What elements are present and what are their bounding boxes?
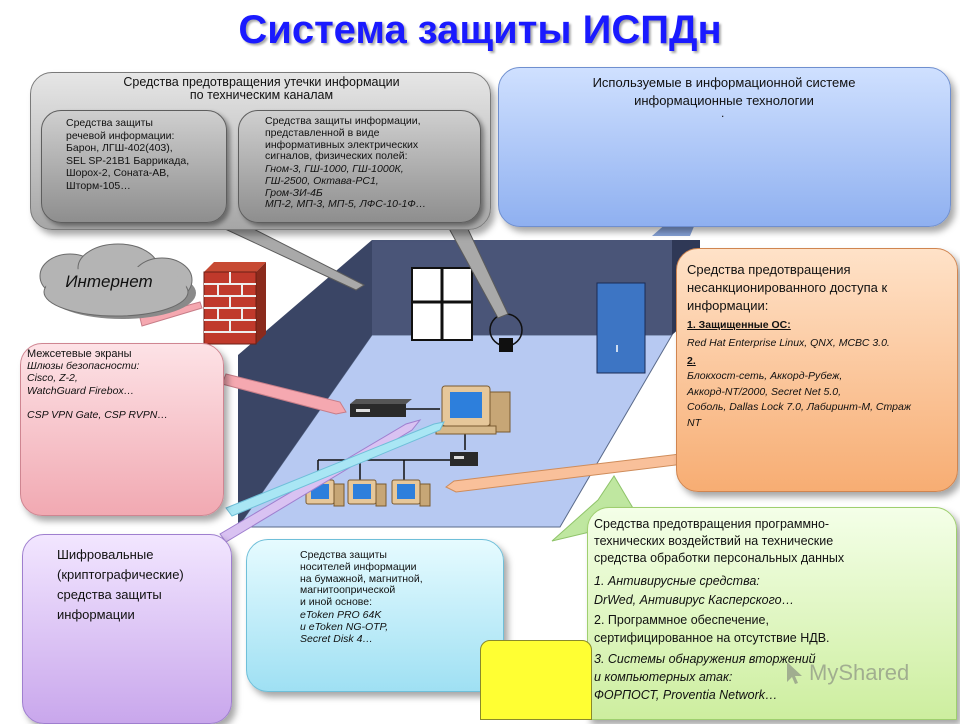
crypto-box: Шифровальные (криптографические) средств… bbox=[22, 534, 232, 724]
router-icon bbox=[350, 399, 412, 417]
signal-protection-box: Средства защиты информации, представленн… bbox=[238, 110, 481, 223]
firewall-list: Шлюзы безопасности: Cisco, Z-2, WatchGua… bbox=[27, 360, 168, 422]
media-protection-list: eToken PRO 64K и eToken NG-OTP, Secret D… bbox=[300, 609, 389, 645]
info-technologies-heading: Используемые в информационной системе ин… bbox=[592, 75, 856, 108]
speech-protection-box: Средства защиты речевой информации: Баро… bbox=[41, 110, 227, 223]
software-item1-list: DrWed, Антивирус Касперского… bbox=[594, 593, 795, 607]
leak-heading: Средства предотвращения утечки информаци… bbox=[123, 75, 400, 102]
software-item3: 3. Системы обнаружения вторжений и компь… bbox=[594, 652, 816, 684]
nsd-item2-number: 2. bbox=[687, 355, 696, 367]
crypto-text: Шифровальные (криптографические) средств… bbox=[57, 547, 184, 622]
software-item2: 2. Программное обеспечение, сертифициров… bbox=[594, 613, 830, 645]
nsd-os-list: Red Hat Enterprise Linux, QNX, МСВС 3.0. bbox=[687, 337, 890, 349]
door-icon bbox=[596, 282, 646, 374]
yellow-overlay-box bbox=[480, 640, 592, 720]
media-arrow bbox=[225, 421, 445, 517]
software-item1: 1. Антивирусные средства: bbox=[594, 574, 760, 588]
leak-prevention-box: Средства предотвращения утечки информаци… bbox=[30, 72, 491, 230]
software-protection-box: Средства предотвращения программно- техн… bbox=[587, 507, 957, 720]
workstation-icon-3 bbox=[391, 479, 431, 507]
firewall-heading: Межсетевые экраны bbox=[27, 348, 132, 360]
software-heading: Средства предотвращения программно- техн… bbox=[594, 517, 845, 565]
internet-cloud-icon bbox=[39, 243, 196, 319]
nsd-item2-list: Блокхост-сеть, Аккорд-Рубеж, Аккорд-NT/2… bbox=[687, 370, 912, 429]
switch-icon bbox=[450, 452, 478, 466]
server-computer-icon bbox=[435, 385, 511, 435]
room-left-wall bbox=[238, 240, 372, 527]
media-protection-box: Средства защиты носителей информации на … bbox=[246, 539, 504, 692]
signal-protection-heading: Средства защиты информации, представленн… bbox=[265, 115, 421, 163]
media-protection-heading: Средства защиты носителей информации на … bbox=[300, 549, 423, 609]
info-technologies-dot: . bbox=[721, 106, 725, 120]
page-title: Система защиты ИСПДн bbox=[238, 8, 722, 52]
watermark-logo: MyShared bbox=[785, 660, 909, 686]
signal-protection-list: Гном-3, ГШ-1000, ГШ-1000К, ГШ-2500, Окта… bbox=[265, 163, 427, 211]
nsd-prevention-box: Средства предотвращения несанкционирован… bbox=[676, 248, 958, 492]
internet-label: Интернет bbox=[65, 272, 153, 291]
firewall-arrow bbox=[221, 373, 347, 415]
firewall-box: Межсетевые экраны Шлюзы безопасности: Ci… bbox=[20, 343, 224, 516]
workstation-icon-2 bbox=[347, 479, 387, 507]
watermark-icon bbox=[787, 662, 802, 684]
nsd-os-title: 1. Защищенные ОС: bbox=[687, 319, 791, 331]
speech-protection-text: Средства защиты речевой информации: Баро… bbox=[66, 117, 190, 192]
info-technologies-box: Используемые в информационной системе ин… bbox=[498, 67, 951, 227]
nsd-heading: Средства предотвращения несанкционирован… bbox=[687, 262, 888, 313]
firewall-brick-icon bbox=[203, 262, 266, 345]
watermark-text: MyShared bbox=[809, 660, 910, 685]
software-item3-list: ФОРПОСТ, Proventia Network… bbox=[594, 688, 778, 702]
